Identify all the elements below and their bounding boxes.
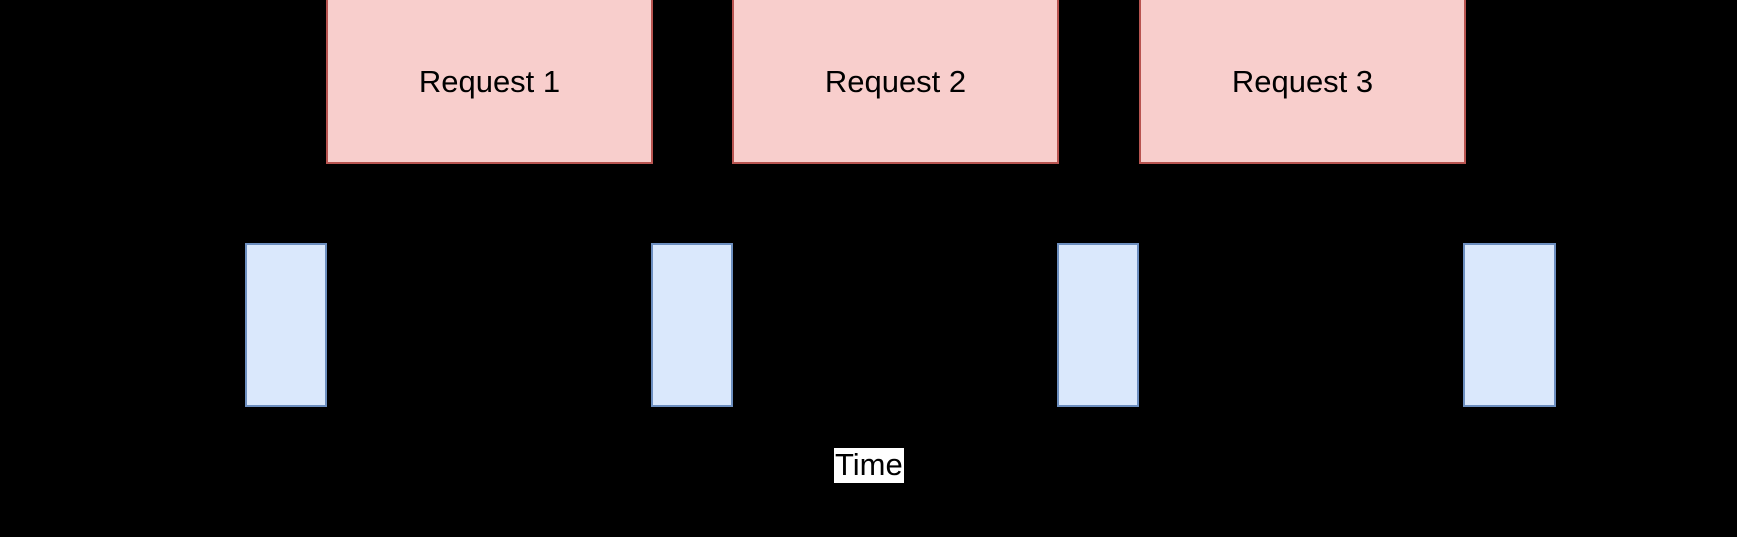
tick-box[interactable] xyxy=(245,243,327,407)
time-axis-label: Time xyxy=(834,447,904,483)
request-box-label: Request 3 xyxy=(1231,63,1374,99)
tick-box[interactable] xyxy=(1057,243,1139,407)
request-box-label: Request 1 xyxy=(418,63,561,99)
request-box[interactable]: Request 3 xyxy=(1139,0,1466,164)
request-box-label: Request 2 xyxy=(824,63,967,99)
request-box[interactable]: Request 2 xyxy=(732,0,1059,164)
request-box[interactable]: Request 1 xyxy=(326,0,653,164)
tick-box[interactable] xyxy=(1463,243,1556,407)
tick-box[interactable] xyxy=(651,243,733,407)
